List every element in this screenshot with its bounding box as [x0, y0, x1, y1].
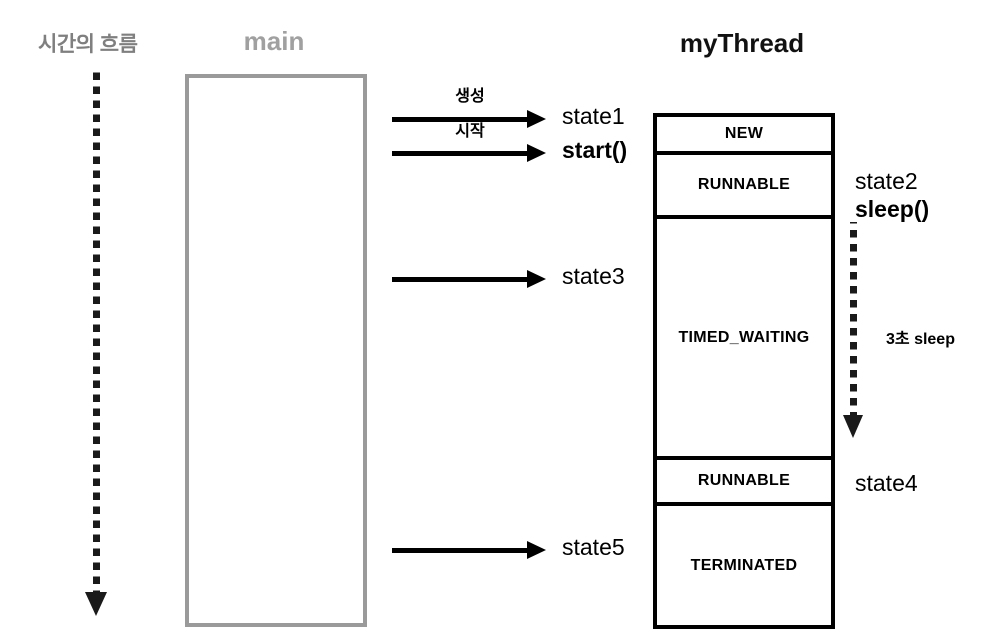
sleep-dotted-line: [850, 222, 857, 420]
thread-state-table: NEW RUNNABLE TIMED_WAITING RUNNABLE TERM…: [653, 113, 835, 629]
label-state5: state5: [562, 534, 625, 560]
state-name-new: NEW: [724, 125, 764, 142]
main-thread-title: main: [243, 26, 305, 56]
sleep-arrowhead-icon: [843, 415, 863, 438]
state-row: TIMED_WAITING: [657, 219, 831, 460]
arrow-head-icon: [527, 541, 546, 559]
timeline-dotted-line: [93, 66, 100, 597]
state-name-runnable-1: RUNNABLE: [697, 176, 791, 193]
arrow-head-icon: [527, 270, 546, 288]
arrow-label-start: 시작: [455, 123, 485, 140]
label-sleep-duration: 3초 sleep: [886, 331, 955, 348]
arrow-shaft: [392, 117, 532, 122]
arrow-shaft: [392, 151, 532, 156]
arrow-label-create: 생성: [455, 88, 485, 105]
label-state2: state2: [855, 168, 918, 194]
state-row: RUNNABLE: [657, 155, 831, 219]
state-name-terminated: TERMINATED: [690, 556, 798, 574]
label-sleep-call: sleep(): [855, 196, 930, 222]
main-lifeline-box: [185, 74, 367, 627]
state-name-runnable-2: RUNNABLE: [697, 472, 791, 489]
label-state3: state3: [562, 263, 625, 289]
my-thread-title: myThread: [679, 28, 805, 58]
state-row: RUNNABLE: [657, 460, 831, 506]
timeline-arrowhead-icon: [85, 592, 107, 616]
arrow-head-icon: [527, 144, 546, 162]
arrow-shaft: [392, 277, 532, 282]
state-row: NEW: [657, 117, 831, 155]
timeline-title: 시간의 흐름: [38, 33, 138, 56]
label-state1: state1: [562, 103, 625, 129]
state-row: TERMINATED: [657, 506, 831, 625]
state-name-timed-waiting: TIMED_WAITING: [678, 328, 810, 346]
label-start-call: start(): [562, 137, 628, 163]
arrow-shaft: [392, 548, 532, 553]
arrow-head-icon: [527, 110, 546, 128]
label-state4: state4: [855, 470, 918, 496]
